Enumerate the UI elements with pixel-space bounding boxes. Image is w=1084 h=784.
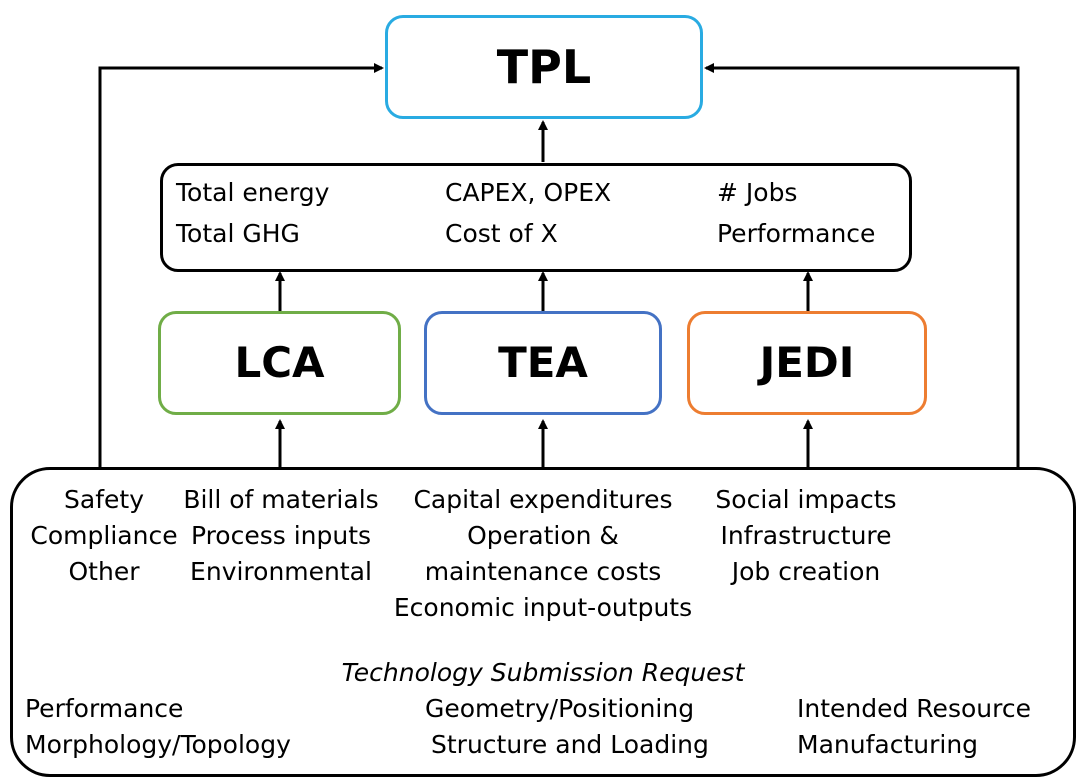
input-process-inputs: Process inputs	[190, 521, 372, 550]
input-economic-io: Economic input-outputs	[393, 593, 693, 622]
tea-title: TEA	[498, 338, 588, 387]
tpl-title: TPL	[496, 40, 592, 94]
input-job-creation: Job creation	[731, 557, 881, 586]
submission-morphology: Morphology/Topology	[25, 730, 291, 759]
left-feedback-line	[98, 63, 384, 470]
input-environmental: Environmental	[190, 557, 372, 586]
submission-structure: Structure and Loading	[431, 730, 709, 759]
input-infrastructure: Infrastructure	[720, 521, 892, 550]
metric-jobs: # Jobs	[717, 178, 798, 207]
submission-manufacturing: Manufacturing	[797, 730, 979, 759]
lca-box: LCA	[158, 311, 401, 415]
input-maintenance-costs: maintenance costs	[424, 557, 662, 586]
metric-cost-of-x: Cost of X	[445, 219, 558, 248]
right-feedback-line	[704, 63, 1020, 470]
tea-box: TEA	[424, 311, 662, 415]
lca-title: LCA	[234, 338, 325, 387]
jedi-box: JEDI	[687, 311, 927, 415]
metric-total-ghg: Total GHG	[176, 219, 300, 248]
submission-resource: Intended Resource	[797, 694, 1031, 723]
metric-performance: Performance	[717, 219, 876, 248]
submission-title: Technology Submission Request	[341, 658, 745, 687]
input-social-impacts: Social impacts	[715, 485, 897, 514]
input-other: Other	[68, 557, 140, 586]
submission-geometry: Geometry/Positioning	[425, 694, 695, 723]
input-capital-expenditures: Capital expenditures	[413, 485, 673, 514]
metrics-box	[160, 163, 912, 272]
metric-capex-opex: CAPEX, OPEX	[445, 178, 612, 207]
metric-total-energy: Total energy	[176, 178, 330, 207]
jedi-title: JEDI	[759, 338, 855, 387]
input-compliance: Compliance	[30, 521, 178, 550]
input-safety: Safety	[64, 485, 144, 514]
inputs-box	[10, 467, 1076, 777]
tpl-box: TPL	[385, 15, 703, 119]
input-bill-of-materials: Bill of materials	[183, 485, 379, 514]
submission-performance: Performance	[25, 694, 184, 723]
input-operation: Operation &	[467, 521, 619, 550]
